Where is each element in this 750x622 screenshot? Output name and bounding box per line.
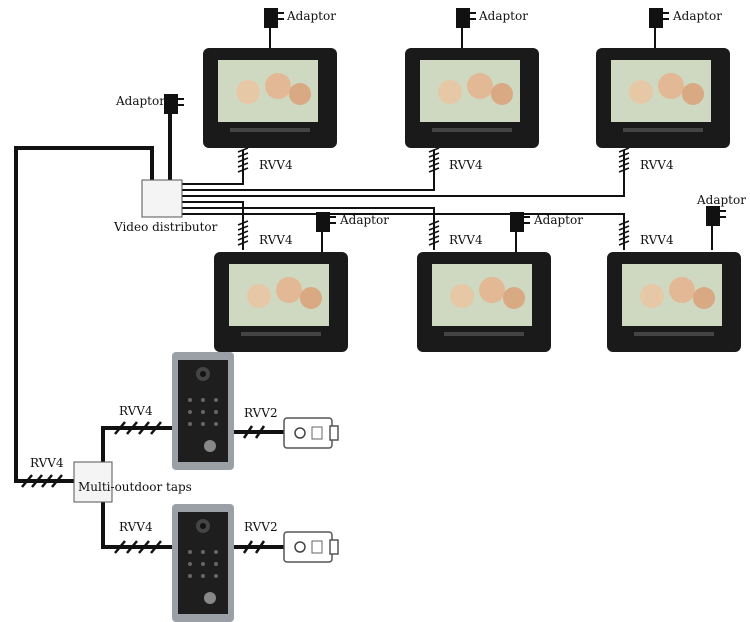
dist-to-monitor-4-wire xyxy=(182,201,244,250)
tap-to-door-station-2-wire xyxy=(101,499,172,549)
rvv4-label: RVV4 xyxy=(449,233,483,247)
indoor-monitor-icon xyxy=(596,48,730,148)
multi-outdoor-taps-box xyxy=(73,461,113,503)
multi-outdoor-taps-label: Multi-outdoor taps xyxy=(78,480,192,494)
adaptor-icon xyxy=(316,212,336,232)
indoor-monitor-icon xyxy=(607,252,741,352)
indoor-monitor-icon xyxy=(417,252,551,352)
adaptor-icon xyxy=(706,206,726,226)
rvv2-label: RVV2 xyxy=(244,520,278,534)
rvv4-label: RVV4 xyxy=(640,233,674,247)
dist-to-monitor-1-wire xyxy=(182,150,244,185)
dist-to-monitor-5-wire xyxy=(182,207,435,250)
rvv4-label: RVV4 xyxy=(119,520,153,534)
tap-to-door-station-1-wire xyxy=(101,426,172,466)
rvv2-label: RVV2 xyxy=(244,406,278,420)
electric-lock-icon xyxy=(283,417,339,449)
video-distributor-label: Video distributor xyxy=(114,220,218,234)
rvv4-label: RVV4 xyxy=(259,233,293,247)
adaptor-icon xyxy=(649,8,669,28)
rvv4-label: RVV4 xyxy=(640,158,674,172)
adaptor-label: Adaptor xyxy=(287,9,336,23)
adaptor-label: Adaptor xyxy=(479,9,528,23)
rvv4-label: RVV4 xyxy=(30,456,64,470)
indoor-monitor-icon xyxy=(405,48,539,148)
rvv4-label: RVV4 xyxy=(449,158,483,172)
rvv4-label: RVV4 xyxy=(119,404,153,418)
video-distributor-box xyxy=(141,179,183,218)
outdoor-door-station-icon xyxy=(172,504,234,622)
adaptor-label: Adaptor xyxy=(697,193,746,207)
adaptor-icon xyxy=(510,212,530,232)
adaptor-icon xyxy=(264,8,284,28)
adaptor-label: Adaptor xyxy=(116,94,165,108)
adaptor-icon xyxy=(164,94,184,114)
outdoor-door-station-icon xyxy=(172,352,234,470)
adaptor-label: Adaptor xyxy=(534,213,583,227)
main-trunk-wire xyxy=(14,146,154,483)
adaptor-icon xyxy=(456,8,476,28)
indoor-monitor-icon xyxy=(203,48,337,148)
adaptor-label: Adaptor xyxy=(673,9,722,23)
indoor-monitor-icon xyxy=(214,252,348,352)
adaptor-label: Adaptor xyxy=(340,213,389,227)
electric-lock-icon xyxy=(283,531,339,563)
rvv4-label: RVV4 xyxy=(259,158,293,172)
dist-to-monitor-2-wire xyxy=(182,150,435,191)
